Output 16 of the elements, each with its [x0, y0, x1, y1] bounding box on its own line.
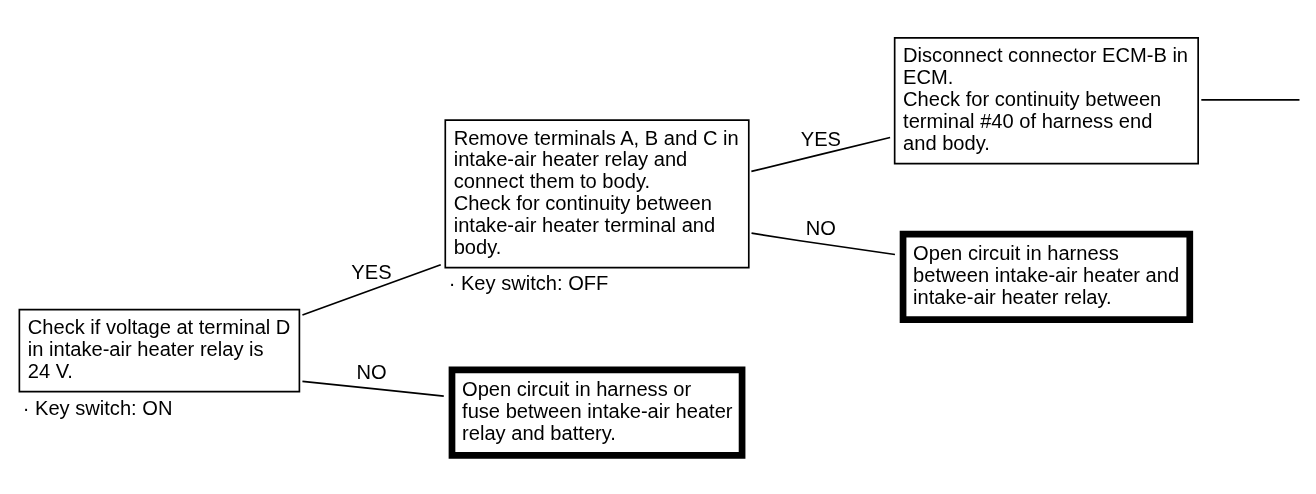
node-box: Open circuit in harness between intake-air heater and intake-air heater relay. [899, 230, 1194, 323]
connector [750, 231, 896, 255]
edge-label: YES [351, 260, 392, 283]
connector [750, 136, 891, 172]
edge-label: YES [800, 127, 842, 150]
node-box: Open circuit in harness or fuse between intake-air heater relay and battery. [448, 366, 746, 459]
node-label: · Key switch: ON [22, 396, 173, 419]
node-box: Disconnect connector ECM-B in ECM. Check for continuity between terminal #40 of harness end and body. [893, 36, 1199, 164]
node-box: Check if voltage at terminal D in intake-air heater relay is 24 V. [18, 308, 301, 393]
node-label: · Key switch: OFF [448, 271, 609, 294]
connector [301, 263, 442, 316]
connector [301, 380, 445, 397]
edge-label: NO [805, 216, 836, 239]
node-box: Remove terminals A, B and C in intake-air heater relay and connect them to body. Check for continuity between intake-air heater terminal and body. [444, 118, 750, 268]
edge-label: NO [356, 360, 387, 383]
connector [1200, 98, 1301, 101]
